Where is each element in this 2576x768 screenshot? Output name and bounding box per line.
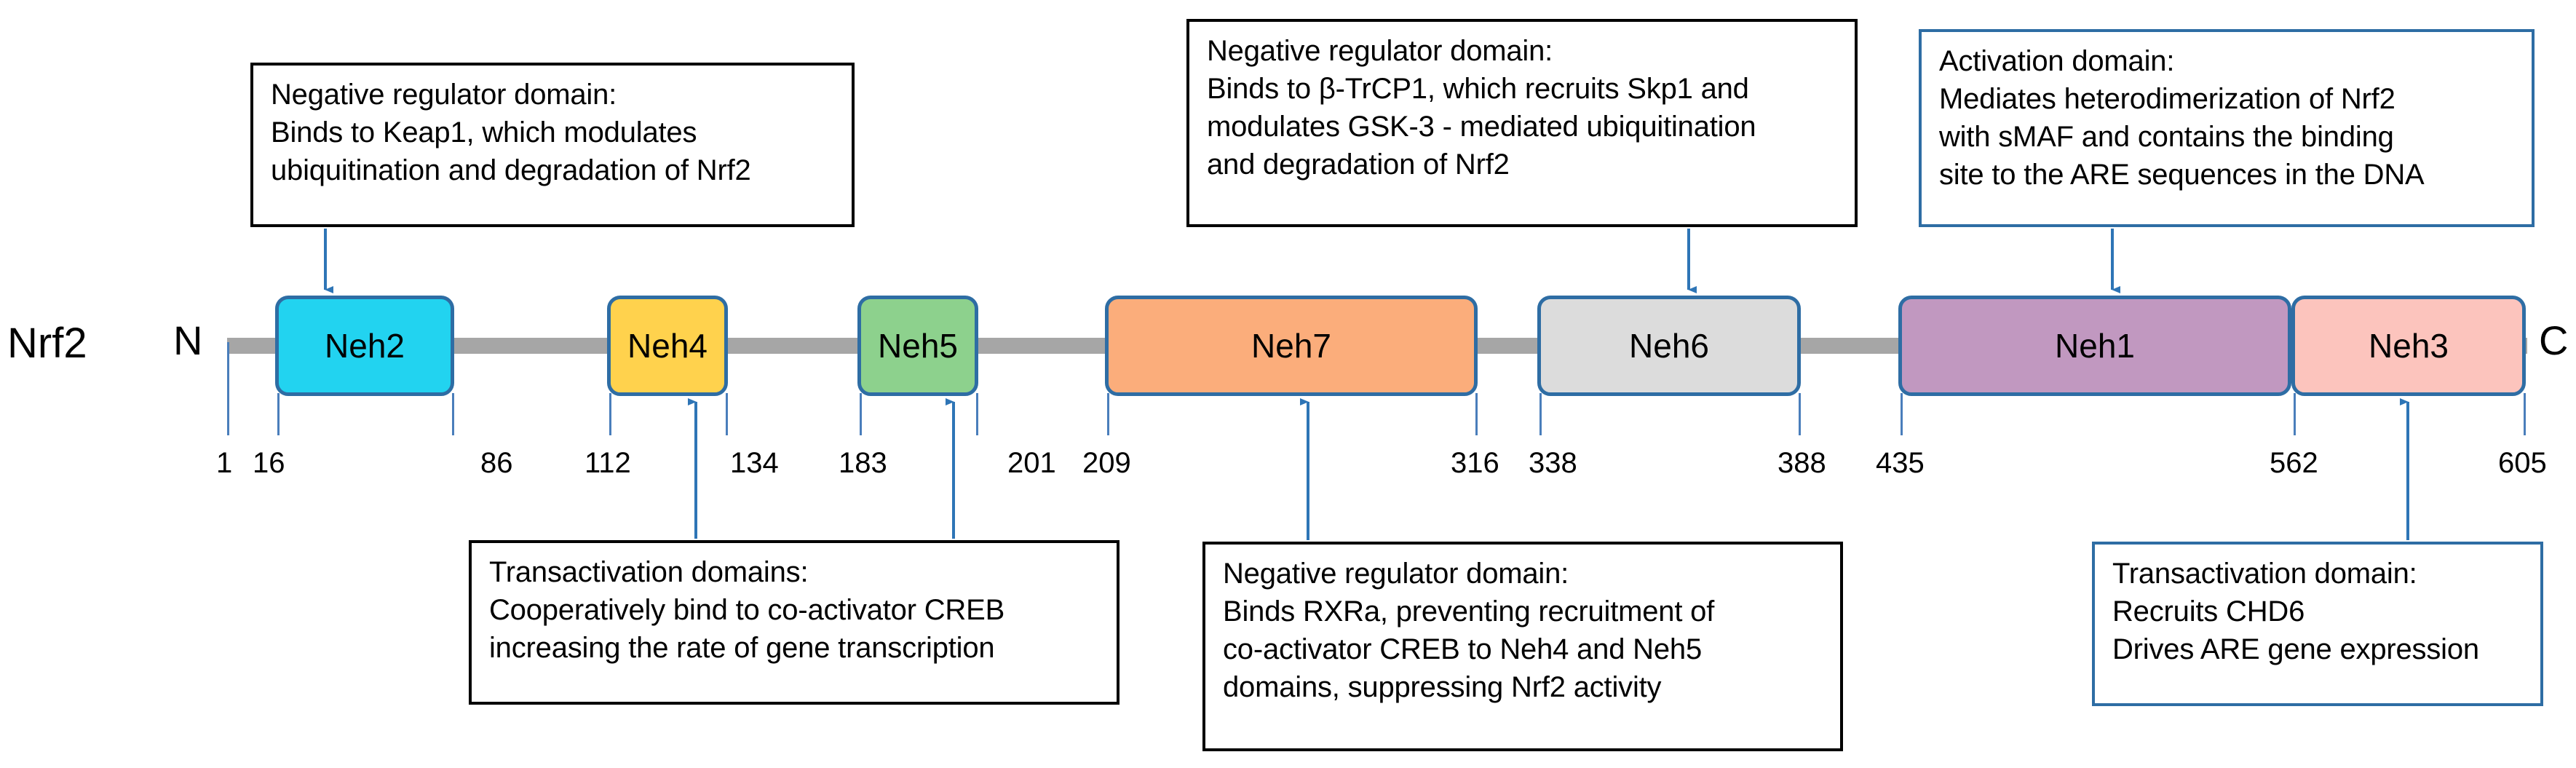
callout-line: Binds to Keap1, which modulates (271, 116, 697, 149)
domain-neh1[interactable]: Neh1 (1898, 296, 2291, 396)
tick-number: 183 (839, 447, 887, 479)
domain-label: Neh2 (325, 327, 405, 365)
domain-label: Neh6 (1629, 327, 1709, 365)
tick-number: 86 (480, 447, 513, 479)
domain-neh5[interactable]: Neh5 (857, 296, 978, 396)
callout-line: domains, suppressing Nrf2 activity (1223, 671, 1662, 703)
protein-name-label: Nrf2 (7, 320, 87, 367)
callout-line: Negative regulator domain: (271, 79, 617, 111)
domain-label: Neh7 (1251, 327, 1331, 365)
callout-line: Negative regulator domain: (1223, 558, 1569, 590)
tick-number: 316 (1451, 447, 1499, 479)
domain-neh2[interactable]: Neh2 (275, 296, 454, 396)
tick-mark-16 (277, 393, 280, 435)
callout-line: with sMAF and contains the binding (1939, 121, 2394, 153)
domain-label: Neh5 (878, 327, 958, 365)
tick-mark-112 (609, 393, 611, 435)
callout-neh2[interactable]: Negative regulator domain: Binds to Keap… (250, 63, 855, 227)
callout-line: Negative regulator domain: (1207, 35, 1553, 67)
domain-neh6[interactable]: Neh6 (1537, 296, 1801, 396)
tick-mark-1 (227, 342, 229, 435)
tick-mark-388 (1799, 393, 1801, 435)
tick-mark-338 (1539, 393, 1542, 435)
tick-number: 16 (253, 447, 285, 479)
tick-mark-316 (1475, 393, 1478, 435)
tick-mark-562 (2294, 393, 2296, 435)
tick-number: 338 (1529, 447, 1577, 479)
tick-number: 562 (2270, 447, 2318, 479)
tick-mark-209 (1107, 393, 1109, 435)
tick-mark-435 (1901, 393, 1903, 435)
callout-line: Transactivation domains: (489, 556, 809, 588)
tick-number: 112 (584, 447, 631, 479)
callout-line: co-activator CREB to Neh4 and Neh5 (1223, 633, 1702, 665)
domain-neh7[interactable]: Neh7 (1105, 296, 1478, 396)
tick-number: 134 (730, 447, 779, 479)
callout-line: Cooperatively bind to co-activator CREB (489, 594, 1005, 626)
n-terminus-label: N (173, 317, 203, 363)
callout-neh7-bottom[interactable]: Negative regulator domain: Binds RXRa, p… (1202, 542, 1843, 751)
callout-line: Drives ARE gene expression (2112, 633, 2479, 665)
domain-neh4[interactable]: Neh4 (607, 296, 728, 396)
domain-label: Neh4 (627, 327, 708, 365)
tick-number: 388 (1778, 447, 1826, 479)
tick-number: 605 (2498, 447, 2547, 479)
tick-mark-201 (976, 393, 978, 435)
callout-line: Binds to β-TrCP1, which recruits Skp1 an… (1207, 73, 1749, 105)
tick-number: 435 (1876, 447, 1925, 479)
tick-number: 209 (1082, 447, 1131, 479)
domain-neh3[interactable]: Neh3 (2291, 296, 2526, 396)
tick-mark-86 (452, 393, 454, 435)
tick-number: 1 (216, 447, 233, 479)
callout-line: modulates GSK-3 - mediated ubiquitinatio… (1207, 111, 1756, 143)
callout-line: Transactivation domain: (2112, 558, 2417, 590)
domain-label: Neh1 (2055, 327, 2135, 365)
callout-line: increasing the rate of gene transcriptio… (489, 632, 995, 664)
callout-neh3[interactable]: Transactivation domain: Recruits CHD6 Dr… (2092, 542, 2543, 706)
callout-line: site to the ARE sequences in the DNA (1939, 159, 2425, 191)
callout-line: Activation domain: (1939, 45, 2175, 77)
c-terminus-label: C (2539, 317, 2569, 363)
callout-line: Binds RXRa, preventing recruitment of (1223, 595, 1715, 628)
callout-line: Mediates heterodimerization of Nrf2 (1939, 83, 2395, 115)
callout-line: ubiquitination and degradation of Nrf2 (271, 154, 751, 186)
callout-neh1[interactable]: Activation domain: Mediates heterodimeri… (1919, 29, 2535, 227)
callout-neh7-top[interactable]: Negative regulator domain: Binds to β-Tr… (1186, 19, 1858, 227)
callout-line: Recruits CHD6 (2112, 595, 2305, 628)
callout-line: and degradation of Nrf2 (1207, 149, 1510, 181)
tick-number: 201 (1007, 447, 1056, 479)
tick-mark-605 (2524, 393, 2526, 435)
tick-mark-183 (860, 393, 862, 435)
callout-neh4-neh5[interactable]: Transactivation domains: Cooperatively b… (469, 540, 1119, 705)
domain-label: Neh3 (2369, 327, 2449, 365)
tick-mark-134 (726, 393, 728, 435)
